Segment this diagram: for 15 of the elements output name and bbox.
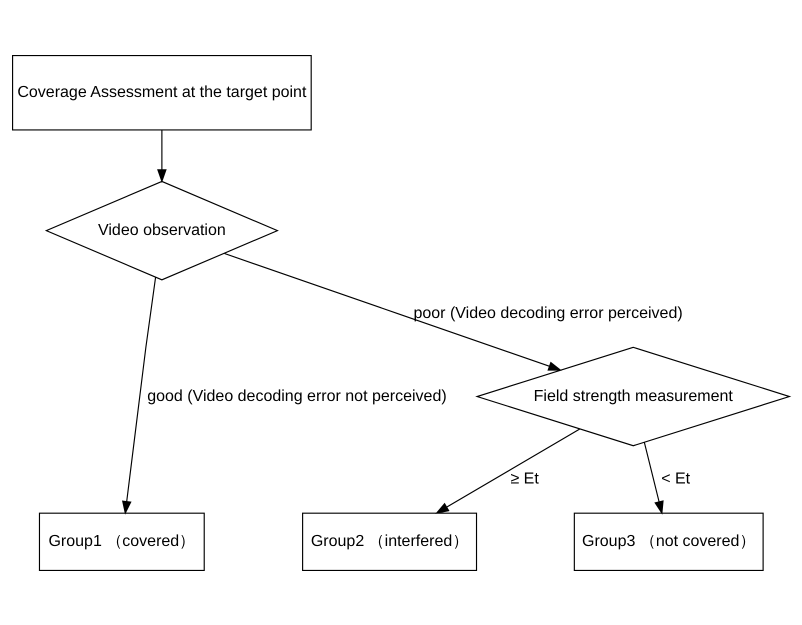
- edge-label: < Et: [661, 470, 690, 488]
- node-diamond: Video observation: [44, 180, 279, 280]
- arrow: [122, 276, 156, 514]
- arrow: [224, 252, 562, 370]
- arrow: [157, 130, 167, 183]
- node-diamond: Field strength measurement: [475, 346, 792, 446]
- node-box: Coverage Assessment at the target point: [12, 54, 312, 130]
- edge-label: poor (Video decoding error perceived): [413, 304, 683, 322]
- arrow: [435, 428, 580, 514]
- edge-label: ≥ Et: [510, 470, 539, 488]
- edge-label: good (Video decoding error not perceived): [147, 387, 447, 404]
- arrow: [644, 442, 664, 514]
- node-box: Group1 （covered）: [38, 512, 205, 570]
- node-box: Group3 （not covered）: [574, 512, 764, 570]
- node-box: Group2 （interfered）: [302, 512, 478, 570]
